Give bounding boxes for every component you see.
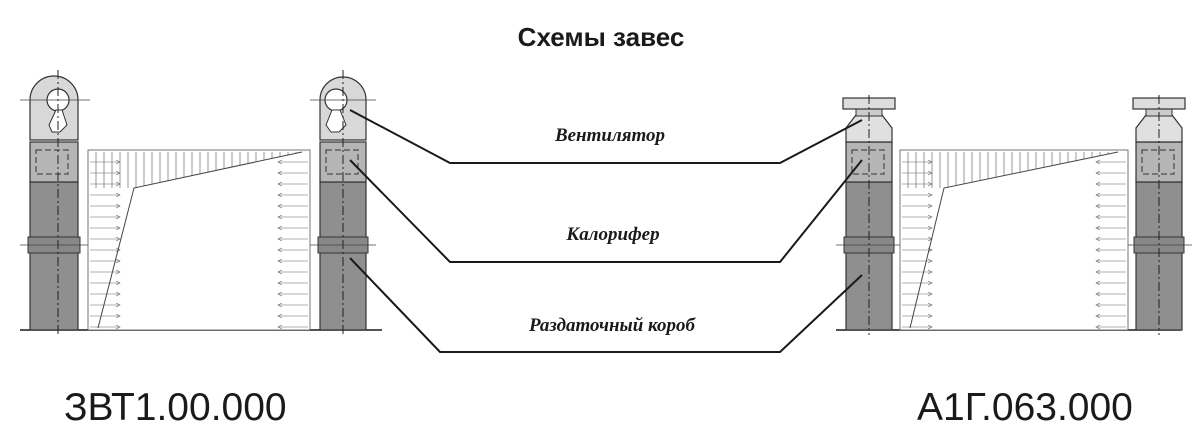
left-unit-2: [310, 70, 376, 335]
left-scheme: [20, 70, 376, 335]
fan-motor-icon: [325, 109, 347, 133]
leader-lines: [349, 109, 863, 353]
label-duct: Раздаточный короб: [528, 315, 696, 336]
leader-heater: [349, 159, 863, 263]
label-heater: Калорифер: [565, 224, 659, 245]
right-unit-1: [836, 95, 902, 335]
right-unit-2: [1126, 95, 1192, 335]
right-velocity-profile: [899, 149, 1129, 331]
model-code-left: ЗВТ1.00.000: [64, 386, 287, 429]
model-code-right: А1Г.063.000: [917, 386, 1133, 429]
left-unit-1: [20, 70, 90, 335]
leader-duct: [349, 257, 863, 353]
label-fan: Вентилятор: [554, 125, 665, 146]
right-scheme: [836, 95, 1192, 335]
diagram-title: Схемы завес: [518, 22, 685, 52]
leader-fan: [349, 109, 863, 164]
left-velocity-profile: [87, 149, 311, 331]
